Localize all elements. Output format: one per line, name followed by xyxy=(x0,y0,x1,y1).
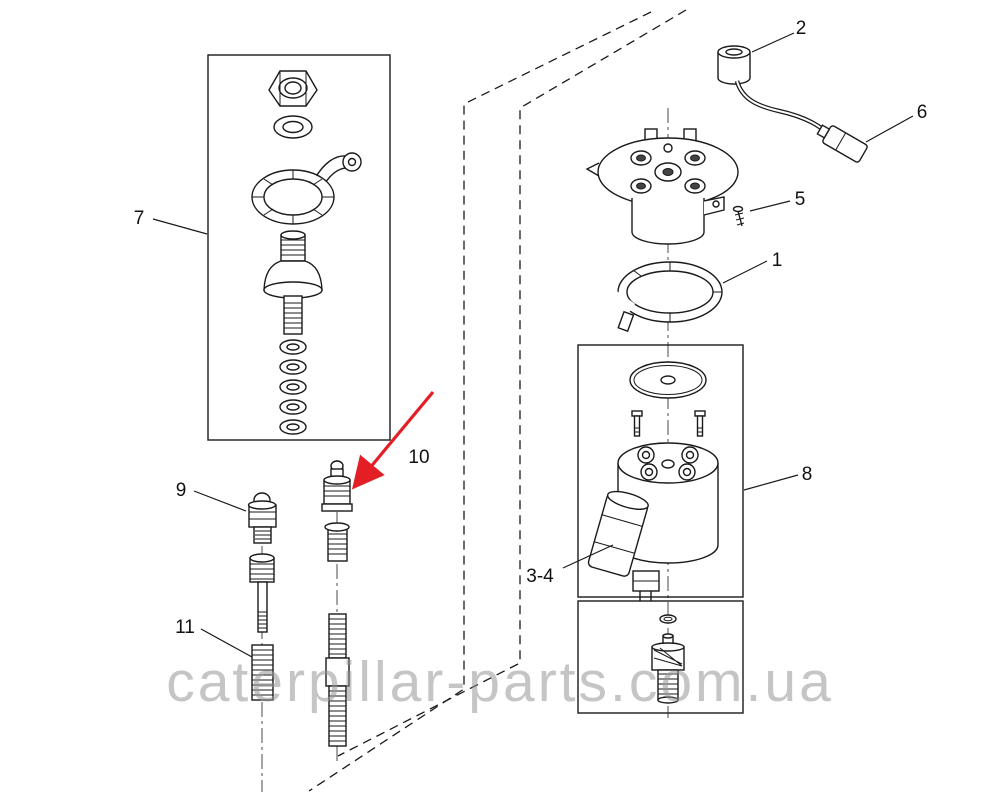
part9-valve xyxy=(247,492,277,544)
lower-fitting xyxy=(651,633,685,704)
group8-box-lower xyxy=(577,600,744,714)
hex-nut xyxy=(268,70,318,107)
leader-part11 xyxy=(200,628,253,658)
part9-adapter xyxy=(249,553,275,633)
callout-9: 9 xyxy=(176,480,187,501)
part5-screw xyxy=(732,205,745,227)
callout-7: 7 xyxy=(134,208,145,229)
pump-upper-body xyxy=(631,196,725,245)
flange-plate xyxy=(585,128,739,207)
solenoid xyxy=(587,490,660,601)
group8-box-upper xyxy=(577,344,744,598)
callout-5: 5 xyxy=(795,189,806,210)
seal-ring-stack xyxy=(279,339,307,435)
part2-coil xyxy=(717,45,751,85)
callout-3-4: 3-4 xyxy=(526,566,554,587)
callout-2: 2 xyxy=(796,18,807,39)
large-flat-washer xyxy=(629,361,707,399)
part10-bolt xyxy=(324,522,350,562)
group7-box xyxy=(207,54,391,441)
leader-part8 xyxy=(743,474,799,491)
leader-part1 xyxy=(722,260,768,284)
mounting-pin-right xyxy=(694,410,706,437)
part11-stud xyxy=(251,644,274,701)
leader-part7 xyxy=(152,218,208,235)
o-ring xyxy=(659,614,677,624)
clamp-assembly xyxy=(251,152,362,225)
part6-connector xyxy=(816,124,868,163)
callout-11: 11 xyxy=(175,617,195,638)
callout-1: 1 xyxy=(772,250,783,271)
dashed-boundary-right xyxy=(337,9,687,757)
dashed-boundary-left xyxy=(308,11,652,792)
leader-lines xyxy=(152,32,914,658)
watermark-text: caterpillar-parts.com.ua xyxy=(166,650,834,714)
leader-part6 xyxy=(865,115,914,143)
red-pointer-arrow xyxy=(351,390,435,490)
callout-8: 8 xyxy=(802,464,813,485)
callout-6: 6 xyxy=(917,102,928,123)
part10-valve xyxy=(321,460,353,512)
callout-10: 10 xyxy=(408,447,429,468)
mounting-pin-left xyxy=(631,410,643,437)
callout-labels: 1 2 3-4 5 6 7 8 9 10 11 xyxy=(134,18,928,638)
leader-part5 xyxy=(749,200,791,212)
threaded-fitting-7 xyxy=(263,230,323,335)
flat-washer-7 xyxy=(273,115,313,139)
leader-part2 xyxy=(751,32,795,53)
leader-part34 xyxy=(562,544,614,569)
part10-long-stud xyxy=(325,613,350,747)
leader-part9 xyxy=(193,490,247,512)
part1-clamp-band xyxy=(606,261,723,333)
wire-harness xyxy=(734,80,835,140)
dashed-group-boundary xyxy=(308,9,687,792)
